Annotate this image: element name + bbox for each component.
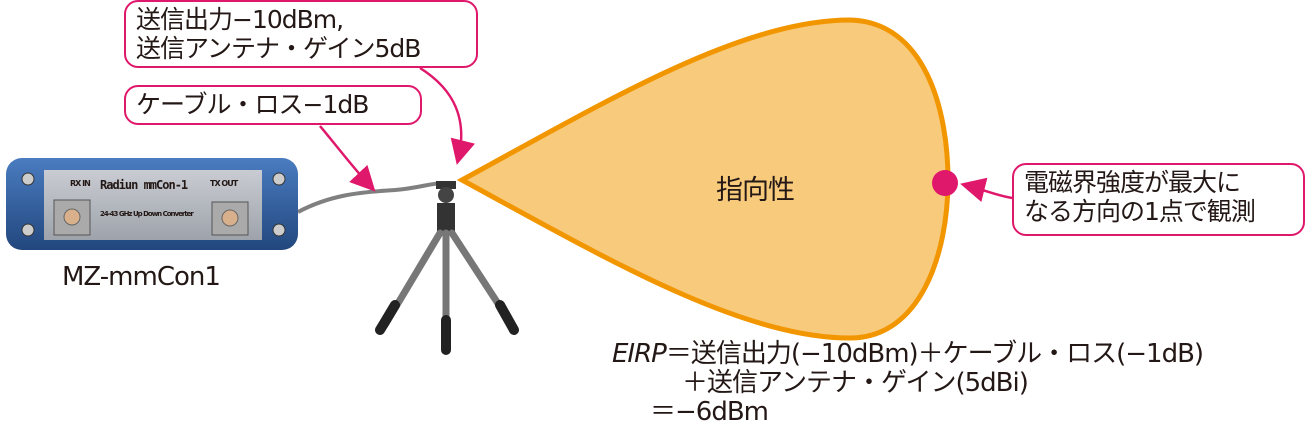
tripod — [375, 181, 519, 355]
callout-cable-text: ケーブル・ロス−1dB — [136, 90, 369, 119]
callout-measurement: 電磁界強度が最大に なる方向の1点で観測 — [1012, 163, 1305, 236]
callout-measurement-line1: 電磁界強度が最大に — [1024, 168, 1241, 197]
callout-transmit: 送信出力−10dBm, 送信アンテナ・ゲイン5dB — [124, 0, 478, 68]
observation-point — [932, 170, 958, 196]
converter-device — [6, 158, 298, 250]
port-in-label: RX IN — [70, 179, 91, 188]
eirp-symbol: EIRP — [612, 339, 667, 369]
arrow-to-point — [960, 177, 1013, 202]
callout-transmit-line1: 送信出力−10dBm, — [136, 5, 344, 34]
formula-line2: ＋送信アンテナ・ゲイン(5dBi) — [682, 368, 1029, 398]
callout-transmit-line2: 送信アンテナ・ゲイン5dB — [136, 34, 421, 63]
callout-cable-loss: ケーブル・ロス−1dB — [124, 85, 422, 125]
device-brand: Radiun mmCon-1 — [100, 178, 188, 192]
device-subtitle: 24-43 GHz Up Down Converter — [100, 210, 194, 218]
cable — [297, 181, 446, 214]
beam-label: 指向性 — [716, 175, 795, 206]
formula-line3: ＝−6dBm — [650, 397, 769, 427]
port-out-label: TX OUT — [210, 179, 238, 188]
arrow-to-antenna — [419, 66, 475, 165]
formula-line1: EIRP＝送信出力(−10dBm)＋ケーブル・ロス(−1dB) — [612, 339, 1204, 369]
radiation-pattern — [456, 17, 951, 341]
formula-line1-text: ＝送信出力(−10dBm)＋ケーブル・ロス(−1dB) — [665, 339, 1204, 369]
arrow-to-cable — [319, 125, 376, 192]
callout-measurement-line2: なる方向の1点で観測 — [1024, 197, 1256, 226]
device-name: MZ-mmCon1 — [62, 262, 221, 292]
